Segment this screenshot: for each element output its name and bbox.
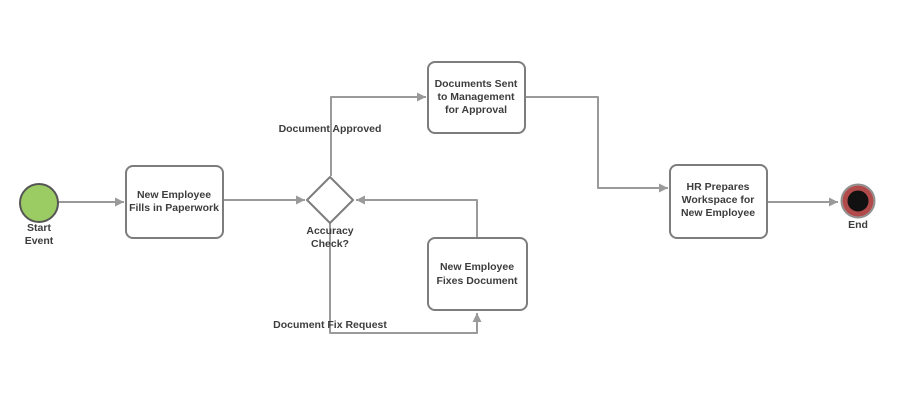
end-event-label: End — [848, 219, 868, 231]
task-hr-prepares-label-line3: New Employee — [681, 207, 755, 219]
node-task-documents-sent: Documents Sent to Management for Approva… — [427, 61, 526, 134]
edge-label-document-approved: Document Approved — [279, 123, 382, 135]
start-event-label-line2: Event — [25, 235, 54, 247]
edge-accuracy-check-to-fixes-document — [329, 223, 482, 334]
task-documents-sent-label-line1: Documents Sent — [435, 78, 518, 90]
node-end-event: End — [840, 183, 876, 231]
gateway-accuracy-check-label-line1: Accuracy — [306, 225, 353, 237]
task-hr-prepares-box — [669, 164, 768, 239]
task-fixes-document-label-line1: New Employee — [440, 261, 514, 273]
node-gateway-accuracy-check: Accuracy Check? — [306, 176, 354, 250]
task-documents-sent-label-line2: to Management — [437, 91, 515, 103]
node-task-fills-paperwork: New Employee Fills in Paperwork — [125, 165, 224, 239]
node-task-fixes-document: New Employee Fixes Document — [427, 237, 528, 311]
task-fills-paperwork-box — [125, 165, 224, 239]
edge-documents-sent-to-hr-prepares — [525, 96, 668, 193]
task-documents-sent-label-line3: for Approval — [445, 104, 507, 116]
end-event-outer-ring — [840, 183, 876, 219]
edge-fixes-document-to-accuracy-check — [356, 195, 478, 238]
gateway-accuracy-check-diamond — [306, 176, 354, 224]
start-event-circle — [19, 183, 59, 223]
edge-accuracy-check-to-documents-sent — [330, 92, 426, 176]
task-fixes-document-box — [427, 237, 528, 311]
edges — [58, 92, 838, 334]
task-fixes-document-label-line2: Fixes Document — [436, 275, 518, 287]
end-event-circle — [842, 185, 874, 217]
task-fills-paperwork-label-line2: Fills in Paperwork — [129, 202, 219, 214]
gateway-accuracy-check-label-line2: Check? — [311, 238, 349, 250]
edge-label-document-fix-request: Document Fix Request — [273, 319, 387, 331]
task-hr-prepares-label-line1: HR Prepares — [686, 181, 749, 193]
node-task-hr-prepares: HR Prepares Workspace for New Employee — [669, 164, 768, 239]
task-hr-prepares-label-line2: Workspace for — [682, 194, 755, 206]
node-start-event: Start Event — [19, 183, 59, 247]
start-event-label-line1: Start — [27, 222, 51, 234]
task-fills-paperwork-label-line1: New Employee — [137, 189, 211, 201]
task-documents-sent-box — [427, 61, 526, 134]
